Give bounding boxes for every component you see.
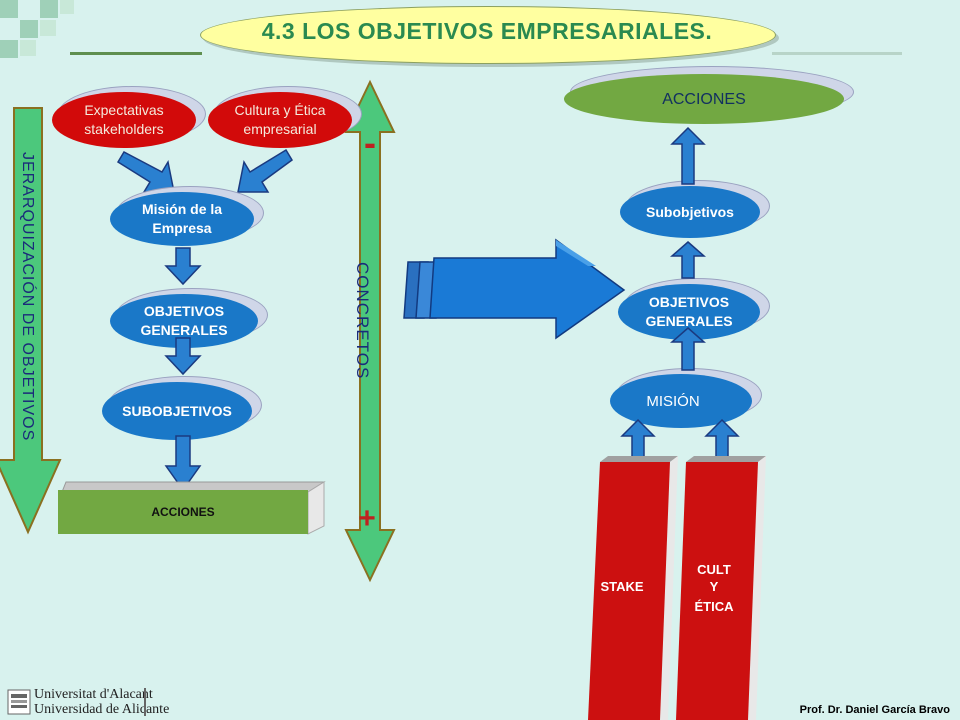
merge-arrows bbox=[116, 148, 293, 193]
objetivos-oval: OBJETIVOS GENERALES bbox=[110, 294, 258, 348]
concretos-arrow bbox=[344, 79, 396, 583]
hierarchy-arrow bbox=[0, 107, 62, 535]
acciones-label-right: ACCIONES bbox=[662, 90, 746, 108]
mision-label: Misión de la Empresa bbox=[141, 201, 223, 236]
cultura-oval: Cultura y Ética empresarial bbox=[208, 92, 352, 148]
up-arrows-right bbox=[620, 126, 740, 471]
logo-divider bbox=[144, 688, 146, 716]
university-name-es: Universidad de Alicante bbox=[34, 702, 170, 717]
pillars bbox=[588, 456, 766, 720]
author-credit: Prof. Dr. Daniel García Bravo bbox=[799, 704, 950, 716]
university-name-ca: Universitat d'Alacant bbox=[34, 687, 153, 702]
university-emblem bbox=[7, 689, 31, 715]
hierarchy-label: JERARQUIZACIÓN DE OBJETIVOS bbox=[19, 152, 36, 442]
title-oval bbox=[200, 6, 776, 64]
subobjetivos-oval: SUBOBJETIVOS bbox=[102, 382, 252, 440]
objetivos-label-right: OBJETIVOS GENERALES bbox=[645, 294, 733, 329]
y-label: Y bbox=[709, 579, 719, 594]
plus-sign: + bbox=[358, 502, 376, 535]
subobjetivos-oval-right: Subobjetivos bbox=[620, 186, 760, 238]
title-rule-right bbox=[772, 52, 902, 55]
acciones-label-left: ACCIONES bbox=[151, 505, 215, 519]
cultura-label: Cultura y Ética empresarial bbox=[234, 102, 326, 137]
center-arrow bbox=[403, 238, 626, 340]
stake-label: STAKE bbox=[600, 579, 644, 594]
etica-label: ÉTICA bbox=[694, 599, 734, 614]
title-rule-left bbox=[70, 52, 202, 55]
expectativas-oval: Expectativas stakeholders bbox=[52, 92, 196, 148]
cult-label: CULT bbox=[697, 562, 731, 577]
concretos-label: CONCRETOS bbox=[353, 262, 372, 380]
down-arrows-left bbox=[164, 247, 202, 492]
objetivos-oval-right: OBJETIVOS GENERALES bbox=[618, 284, 760, 340]
acciones-oval-right: ACCIONES bbox=[564, 74, 844, 124]
acciones-box-left: ACCIONES bbox=[58, 490, 308, 534]
minus-sign: - bbox=[364, 122, 376, 163]
acciones-box-3d bbox=[61, 481, 326, 535]
subobjetivos-label-right: Subobjetivos bbox=[646, 203, 734, 220]
mision-oval-right: MISIÓN bbox=[610, 374, 752, 428]
expectativas-label: Expectativas stakeholders bbox=[84, 102, 164, 137]
subobjetivos-label: SUBOBJETIVOS bbox=[122, 402, 232, 419]
mision-oval: Misión de la Empresa bbox=[110, 192, 254, 246]
objetivos-label: OBJETIVOS GENERALES bbox=[140, 303, 228, 338]
page-title: 4.3 LOS OBJETIVOS EMPRESARIALES. bbox=[261, 18, 713, 44]
mision-label-right: MISIÓN bbox=[646, 392, 700, 410]
